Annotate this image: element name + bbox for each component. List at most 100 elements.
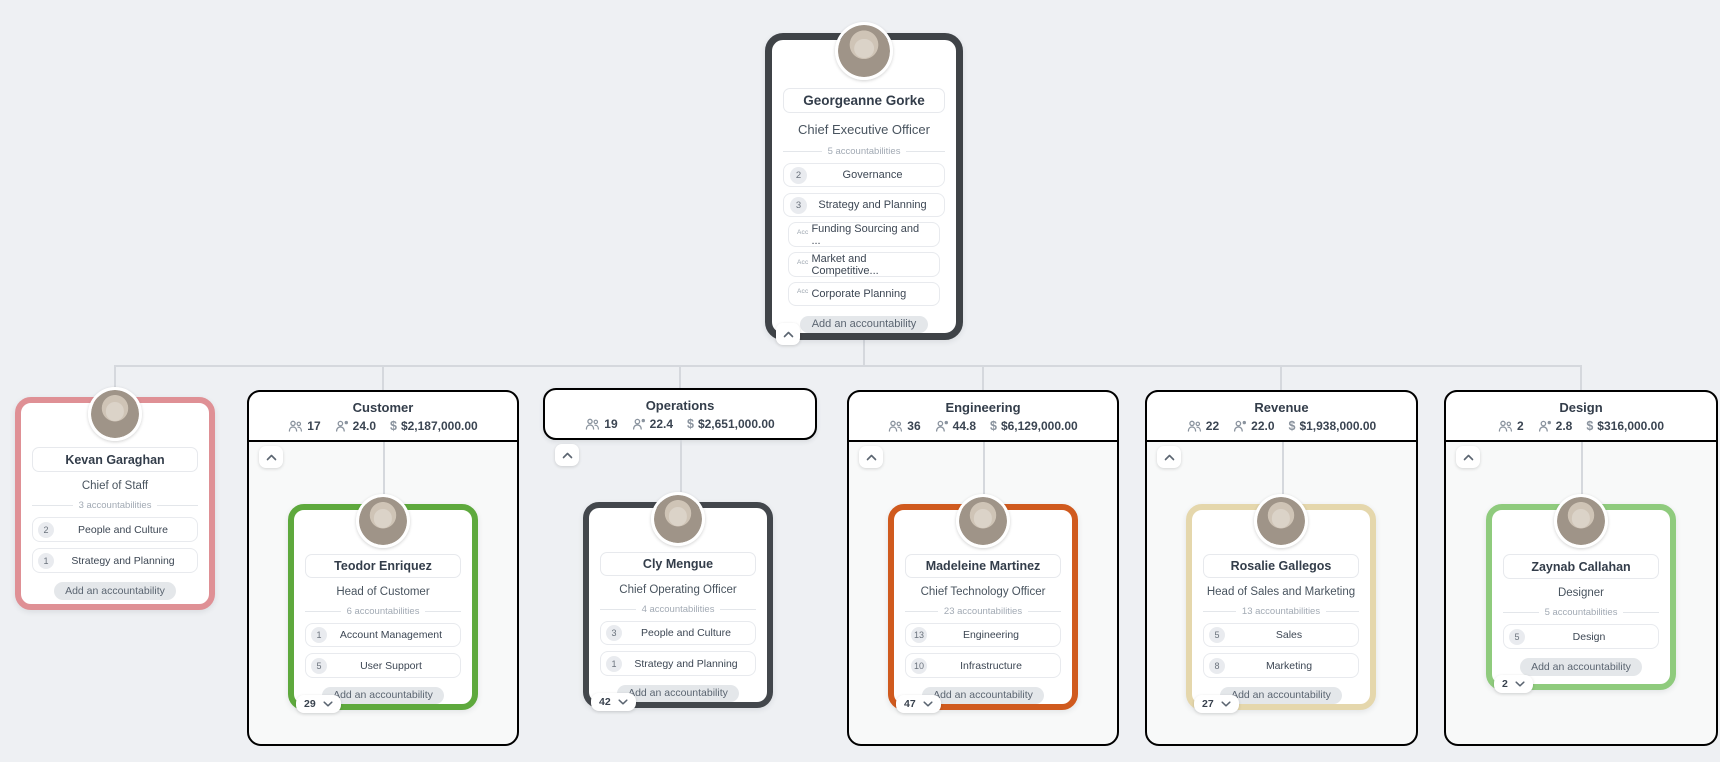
person-role: Designer bbox=[1557, 587, 1605, 599]
avatar bbox=[835, 22, 893, 80]
chevron-up-icon bbox=[866, 454, 877, 461]
avatar bbox=[956, 494, 1010, 548]
group-stats: 17 24.0 $$2,187,000.00 bbox=[288, 419, 478, 433]
accountabilities-summary: 4 accountabilities bbox=[600, 604, 757, 615]
chevron-up-icon bbox=[562, 452, 573, 459]
connector-horizontal bbox=[115, 365, 1581, 367]
fte-value: 2.8 bbox=[1555, 418, 1573, 433]
person-fte-icon bbox=[935, 420, 949, 432]
expand-reports-badge[interactable]: 2 bbox=[1494, 675, 1533, 693]
person-name: Kevan Garaghan bbox=[32, 447, 198, 472]
budget-value: $6,129,000.00 bbox=[1000, 418, 1078, 433]
person-role: Chief Technology Officer bbox=[920, 586, 1046, 599]
add-accountability-button[interactable]: Add an accountability bbox=[1520, 658, 1642, 676]
collapse-button[interactable] bbox=[1157, 446, 1181, 468]
expand-reports-badge[interactable]: 42 bbox=[591, 693, 636, 711]
accountabilities-summary: 5 accountabilities bbox=[1503, 607, 1660, 618]
member-card[interactable]: Cly Mengue Chief Operating Officer 4 acc… bbox=[583, 492, 773, 711]
accountability-count-chip: 1 bbox=[311, 627, 327, 644]
connector-stub-revenue bbox=[1280, 365, 1282, 390]
accountability-row[interactable]: 3 Strategy and Planning bbox=[783, 193, 945, 218]
headcount-value: 2 bbox=[1516, 418, 1524, 433]
accountabilities-summary: 13 accountabilities bbox=[1203, 606, 1360, 617]
accountability-row[interactable]: 5 Design bbox=[1503, 624, 1659, 649]
accountability-row[interactable]: 2 People and Culture bbox=[32, 517, 198, 542]
sub-accountability-row[interactable]: Acc Funding Sourcing and ... bbox=[788, 222, 940, 248]
accountability-row[interactable]: 2 Governance bbox=[783, 163, 945, 188]
people-icon bbox=[888, 420, 903, 432]
accountability-count-chip: 5 bbox=[1509, 628, 1525, 645]
collapse-button[interactable] bbox=[859, 446, 883, 468]
add-accountability-button[interactable]: Add an accountability bbox=[922, 686, 1044, 704]
fte-value: 22.4 bbox=[649, 416, 673, 431]
group-stats: 22 22.0 $$1,938,000.00 bbox=[1187, 419, 1376, 433]
expand-reports-badge[interactable]: 27 bbox=[1194, 695, 1239, 713]
group-stats: 19 22.4 $$2,651,000.00 bbox=[585, 416, 775, 431]
staff-card[interactable]: Kevan Garaghan Chief of Staff 3 accounta… bbox=[15, 387, 215, 610]
person-name: Zaynab Callahan bbox=[1503, 554, 1659, 579]
people-icon bbox=[1187, 420, 1202, 432]
connector-group-member bbox=[680, 440, 682, 492]
group-title: Revenue bbox=[1254, 399, 1309, 415]
expand-reports-badge[interactable]: 29 bbox=[296, 695, 341, 713]
group-title: Customer bbox=[352, 399, 414, 415]
chevron-down-icon bbox=[1221, 701, 1231, 707]
group-header[interactable]: Operations 19 22.4 $$2,651,000.00 bbox=[543, 388, 817, 440]
group-title: Design bbox=[1559, 399, 1603, 415]
connector-stub-operations bbox=[679, 365, 681, 390]
group-design: Design 2 2.8 $$316,000.00 Zaynab Callaha… bbox=[1444, 390, 1718, 746]
sub-accountability-row[interactable]: Acc Market and Competitive... bbox=[788, 252, 940, 278]
group-header[interactable]: Engineering 36 44.8 $$6,129,000.00 bbox=[847, 390, 1119, 442]
member-card[interactable]: Teodor Enriquez Head of Customer 6 accou… bbox=[288, 494, 478, 713]
connector-stub-customer bbox=[382, 365, 384, 390]
add-accountability-button[interactable]: Add an accountability bbox=[322, 686, 444, 704]
accountability-row[interactable]: 5 User Support bbox=[305, 653, 461, 678]
accountability-row[interactable]: 10 Infrastructure bbox=[905, 653, 1061, 678]
connector-ceo-stub bbox=[863, 340, 865, 365]
add-accountability-button[interactable]: Add an accountability bbox=[54, 582, 176, 600]
person-fte-icon bbox=[632, 418, 646, 430]
expand-reports-badge[interactable]: 47 bbox=[896, 695, 941, 713]
ceo-card[interactable]: Georgeanne Gorke Chief Executive Officer… bbox=[765, 22, 963, 345]
add-accountability-button[interactable]: Add an accountability bbox=[1220, 686, 1342, 704]
acc-tag: Acc bbox=[797, 287, 809, 295]
headcount-value: 22 bbox=[1205, 418, 1220, 433]
accountability-count-chip: 3 bbox=[790, 196, 807, 214]
collapse-button[interactable] bbox=[555, 444, 579, 466]
member-card[interactable]: Madeleine Martinez Chief Technology Offi… bbox=[888, 494, 1078, 713]
accountability-row[interactable]: 13 Engineering bbox=[905, 623, 1061, 648]
group-header[interactable]: Design 2 2.8 $$316,000.00 bbox=[1444, 390, 1718, 442]
group-engineering: Engineering 36 44.8 $$6,129,000.00 Madel… bbox=[847, 390, 1119, 746]
person-fte-icon bbox=[1538, 420, 1552, 432]
sub-accountability-row[interactable]: Acc Corporate Planning bbox=[788, 282, 940, 306]
member-card[interactable]: Rosalie Gallegos Head of Sales and Marke… bbox=[1186, 494, 1376, 713]
avatar bbox=[356, 494, 410, 548]
accountability-count-chip: 13 bbox=[911, 627, 927, 644]
accountability-row[interactable]: 1 Strategy and Planning bbox=[600, 651, 756, 676]
person-name: Georgeanne Gorke bbox=[783, 88, 945, 114]
accountability-row[interactable]: 5 Sales bbox=[1203, 623, 1359, 648]
add-accountability-button[interactable]: Add an accountability bbox=[799, 315, 929, 334]
avatar bbox=[1554, 494, 1608, 548]
accountability-row[interactable]: 8 Marketing bbox=[1203, 653, 1359, 678]
group-operations: Operations 19 22.4 $$2,651,000.00 Cly Me… bbox=[543, 388, 817, 746]
collapse-button[interactable] bbox=[259, 446, 283, 468]
collapse-button[interactable] bbox=[1456, 446, 1480, 468]
group-header[interactable]: Customer 17 24.0 $$2,187,000.00 bbox=[247, 390, 519, 442]
add-accountability-button[interactable]: Add an accountability bbox=[617, 684, 739, 702]
person-name: Cly Mengue bbox=[600, 552, 756, 577]
collapse-button[interactable] bbox=[776, 323, 800, 345]
accountability-row[interactable]: 1 Strategy and Planning bbox=[32, 548, 198, 573]
group-header[interactable]: Revenue 22 22.0 $$1,938,000.00 bbox=[1145, 390, 1418, 442]
people-icon bbox=[1498, 420, 1513, 432]
member-card[interactable]: Zaynab Callahan Designer 5 accountabilit… bbox=[1486, 494, 1676, 693]
accountability-row[interactable]: 3 People and Culture bbox=[600, 621, 756, 646]
acc-tag: Acc bbox=[797, 258, 809, 266]
chevron-up-icon bbox=[1463, 454, 1474, 461]
connector-stub-design bbox=[1580, 365, 1582, 390]
group-title: Operations bbox=[645, 397, 715, 413]
accountability-count-chip: 1 bbox=[606, 655, 622, 672]
dollar-icon: $ bbox=[1586, 418, 1594, 433]
accountability-row[interactable]: 1 Account Management bbox=[305, 623, 461, 648]
